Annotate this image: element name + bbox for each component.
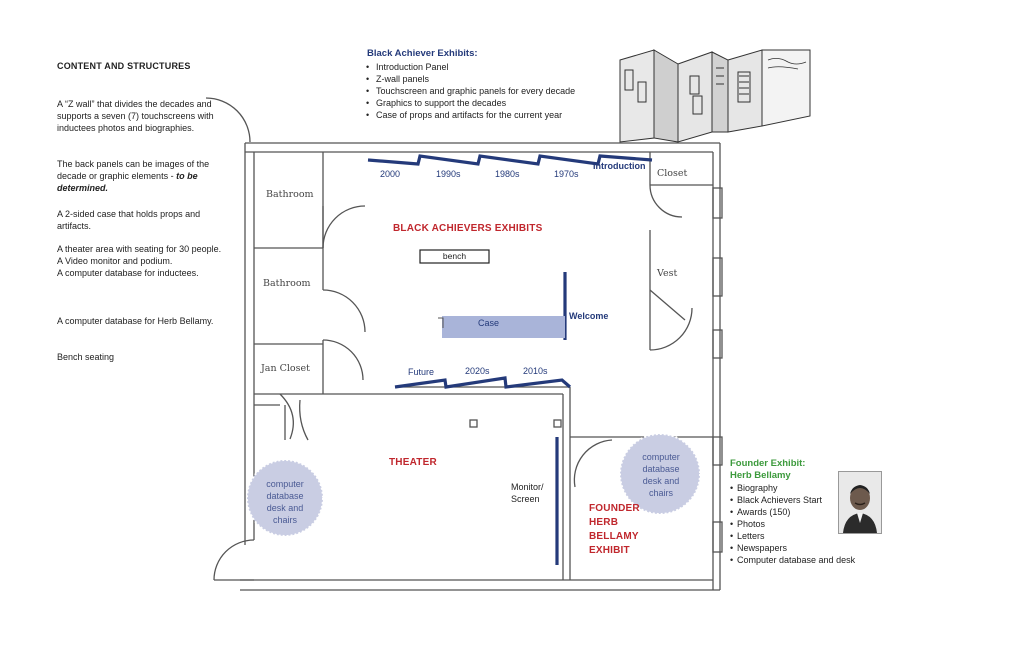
room-jan-closet: Jan Closet [261,363,310,374]
z-wall-sketch [619,49,811,143]
note-back-panels-emphasis: to be determined. [57,171,198,193]
founder-item: Photos [730,518,855,530]
room-vest: Vest [657,268,678,279]
founder-item: Biography [730,482,855,494]
note-bellamy-db: A computer database for Herb Bellamy. [57,316,214,326]
founder-title: Founder Exhibit: Herb Bellamy [730,458,850,482]
founder-item: Black Achievers Start [730,494,855,506]
note-z-wall: A “Z wall” that divides the decades and … [57,99,214,133]
founder-area-line: EXHIBIT [589,545,630,556]
exhibits-item: Z-wall panels [366,73,575,85]
bench-label: bench [442,251,467,261]
note-back-panels: The back panels can be images of the dec… [57,158,222,194]
founder-title-line-1: Founder Exhibit: [730,458,806,469]
room-bathroom-1: Bathroom [266,189,314,200]
exhibit-area-label: BLACK ACHIEVERS EXHIBITS [393,223,543,234]
note-monitor-line: A Video monitor and podium. [57,256,173,266]
note-back-panels-text: The back panels can be images of the dec… [57,159,210,181]
case-label: Case [478,318,500,328]
room-bathroom-2: Bathroom [263,278,311,289]
monitor-label: Monitor/ Screen [511,481,544,505]
decade-label: 2000 [380,169,401,179]
welcome-label: Welcome [569,311,609,321]
database-line: chairs [272,515,297,525]
database-line: database [266,491,304,501]
founder-area-line: HERB [589,517,619,528]
note-case: A 2-sided case that holds props and arti… [57,209,201,231]
note-bench: Bench seating [57,352,115,362]
founder-area-line: FOUNDER [589,503,640,514]
database-line: desk and [642,476,680,486]
exhibits-item: Touchscreen and graphic panels for every… [366,85,575,97]
founder-title-line-2: Herb Bellamy [730,470,791,481]
exhibits-item: Graphics to support the decades [366,97,575,109]
founder-item: Computer database and desk [730,554,855,566]
note-theater: A theater area with seating for 30 peopl… [57,243,222,279]
notes-title: CONTENT AND STRUCTURES [57,61,191,71]
exhibits-list: Introduction Panel Z-wall panels Touchsc… [366,61,575,121]
founder-item: Awards (150) [730,506,855,518]
decade-label: 2010s [523,366,548,376]
database-line: computer [642,452,680,462]
theater-label: THEATER [389,457,437,468]
database-desk-left: computer database desk and chairs [250,478,320,526]
founder-portrait [838,471,882,534]
introduction-label: Introduction [593,161,646,171]
decade-label: 1970s [554,169,579,179]
exhibits-title: Black Achiever Exhibits: [367,48,478,59]
founder-area-label: FOUNDER HERB BELLAMY EXHIBIT [589,502,640,558]
founder-area-line: BELLAMY [589,531,639,542]
decade-label: 1990s [436,169,461,179]
room-closet: Closet [657,168,688,179]
founder-item: Newspapers [730,542,855,554]
database-line: desk and [266,503,304,513]
database-line: database [642,464,680,474]
database-line: chairs [648,488,673,498]
decade-label: 1980s [495,169,520,179]
founder-list: Biography Black Achievers Start Awards (… [730,482,855,566]
exhibits-item: Case of props and artifacts for the curr… [366,109,575,121]
note-theater-line: A theater area with seating for 30 peopl… [57,244,222,254]
decade-label: Future [408,367,435,377]
decade-label: 2020s [465,366,490,376]
exhibits-item: Introduction Panel [366,61,575,73]
database-desk-right: computer database desk and chairs [626,451,696,499]
founder-item: Letters [730,530,855,542]
database-line: computer [266,479,304,489]
monitor-line-1: Monitor/ [511,482,544,492]
monitor-line-2: Screen [511,494,540,504]
note-database-line: A computer database for inductees. [57,268,199,278]
